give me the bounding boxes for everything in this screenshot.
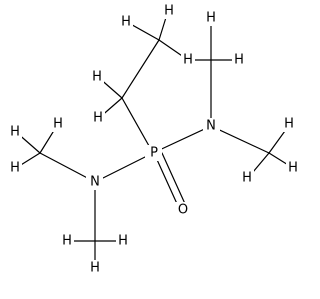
atom-hydrogen: H: [10, 125, 20, 140]
bond-c2-p: [121, 97, 154, 154]
bond-n1-c: [210, 125, 270, 154]
atom-nitrogen: N: [90, 175, 100, 190]
bond-p-o-b: [161, 152, 187, 207]
bond-n2-c: [39, 152, 96, 183]
atom-hydrogen: H: [92, 70, 102, 85]
molecule-diagram: P O N N H H H H H H H H H H H H H: [8, 3, 300, 276]
atom-labels: P O N N H H H H H H H H H H H H H: [8, 3, 300, 276]
atom-hydrogen: H: [10, 161, 20, 176]
bond-c1-c2: [121, 39, 160, 99]
atom-nitrogen: N: [206, 119, 216, 134]
atom-hydrogen: H: [164, 4, 174, 19]
atom-hydrogen: H: [90, 261, 100, 276]
atom-hydrogen: H: [288, 161, 298, 176]
atom-hydrogen: H: [206, 11, 216, 26]
atom-hydrogen: H: [234, 53, 244, 68]
bond-p-n2: [94, 152, 154, 183]
atom-hydrogen: H: [93, 111, 103, 126]
atom-hydrogen: H: [118, 234, 128, 249]
atom-hydrogen: H: [284, 117, 294, 132]
atom-hydrogen: H: [53, 117, 63, 132]
structure-canvas: P O N N H H H H H H H H H H H H H: [8, 3, 300, 276]
bonds: [15, 10, 294, 264]
atom-hydrogen: H: [242, 171, 252, 186]
bond-p-o-a: [153, 152, 179, 207]
atom-hydrogen: H: [62, 234, 72, 249]
atom-phosphorus: P: [150, 146, 158, 161]
atom-hydrogen: H: [121, 15, 131, 30]
atom-oxygen: O: [178, 203, 188, 218]
bond-p-n1: [152, 125, 212, 154]
atom-hydrogen: H: [183, 53, 193, 68]
